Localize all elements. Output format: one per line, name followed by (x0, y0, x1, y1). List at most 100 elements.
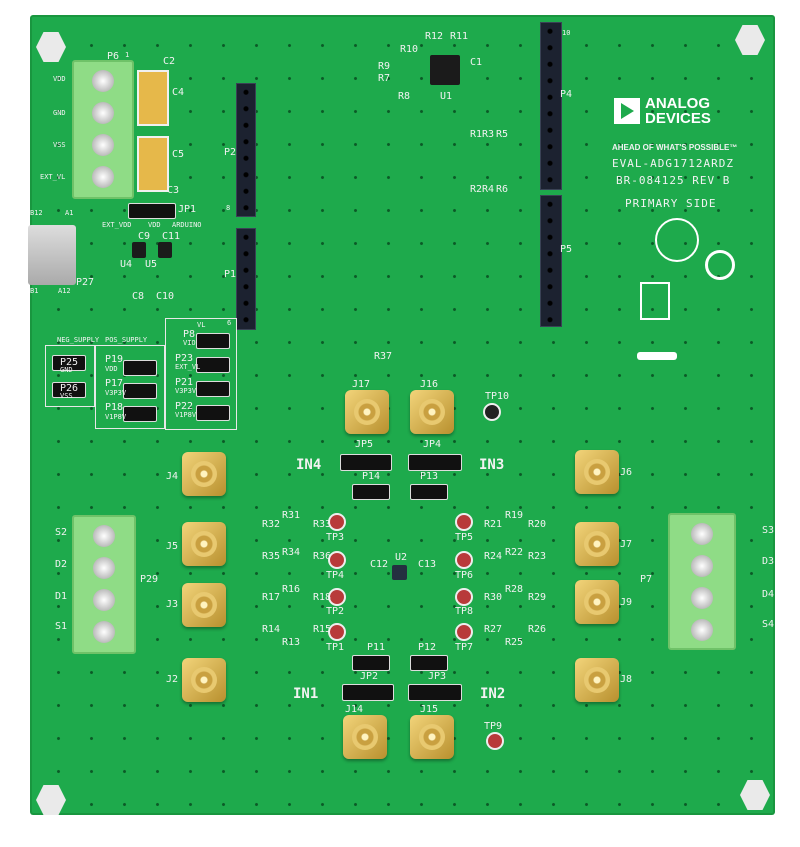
testpoint-tp2[interactable] (328, 588, 346, 606)
header-p2 (236, 83, 256, 217)
silkscreen-label: GND (60, 366, 73, 374)
silkscreen-label: V3P3V (175, 387, 197, 395)
silkscreen-label: R22 (505, 547, 524, 558)
silkscreen-label: VDD (105, 365, 118, 373)
jumper-p8[interactable] (196, 333, 230, 349)
sma-j9[interactable] (575, 580, 619, 624)
silkscreen-label: R30 (484, 592, 503, 603)
silkscreen-label: C4 (172, 87, 185, 98)
jumper-p23[interactable] (196, 357, 230, 373)
silkscreen-label: TP9 (484, 721, 503, 732)
silkscreen-label: 10 (562, 29, 571, 37)
silkscreen-label: C10 (156, 291, 175, 302)
chip-u2 (392, 565, 407, 580)
silkscreen-label: TP3 (326, 532, 345, 543)
silkscreen-label: P14 (362, 471, 381, 482)
jumper-p21[interactable] (196, 381, 230, 397)
silkscreen-label: J16 (420, 379, 439, 390)
testpoint-tp5[interactable] (455, 513, 473, 531)
silkscreen-label: JP1 (178, 204, 197, 215)
silkscreen-label: TP2 (326, 606, 345, 617)
brand-name: ANALOG DEVICES (645, 96, 711, 126)
jumper-jp4[interactable] (408, 454, 462, 471)
sma-j5[interactable] (182, 522, 226, 566)
silkscreen-label: R1 (470, 129, 483, 140)
silkscreen-label: P6 (107, 51, 120, 62)
sma-j16[interactable] (410, 390, 454, 434)
jumper-p12[interactable] (410, 655, 448, 671)
silkscreen-label: A1 (65, 209, 74, 217)
jumper-p13[interactable] (410, 484, 448, 500)
jumper-p14[interactable] (352, 484, 390, 500)
silkscreen-label: C12 (370, 559, 389, 570)
sma-j15[interactable] (410, 715, 454, 759)
silkscreen-label: V1P8V (175, 411, 197, 419)
testpoint-tp7[interactable] (455, 623, 473, 641)
sma-j4[interactable] (182, 452, 226, 496)
sma-j17[interactable] (345, 390, 389, 434)
silkscreen-label: R24 (484, 551, 503, 562)
silkscreen-label: R12 (425, 31, 444, 42)
testpoint-tp1[interactable] (328, 623, 346, 641)
silkscreen-label: D2 (55, 559, 68, 570)
jumper-p11[interactable] (352, 655, 390, 671)
jumper-jp1[interactable] (128, 203, 176, 219)
sma-j8[interactable] (575, 658, 619, 702)
silkscreen-label: VSS (60, 392, 73, 400)
silkscreen-label: VDD (53, 75, 66, 83)
silkscreen-label: R34 (282, 547, 301, 558)
jumper-p18[interactable] (123, 406, 157, 422)
silkscreen-label: GND (53, 109, 66, 117)
silkscreen-label: VIO (183, 339, 196, 347)
jumper-p22[interactable] (196, 405, 230, 421)
jumper-p25[interactable] (52, 355, 86, 371)
sma-j7[interactable] (575, 522, 619, 566)
board-name: EVAL-ADG1712ARDZ (612, 157, 734, 170)
usb-c-connector[interactable] (28, 225, 76, 285)
silkscreen-label: TP10 (485, 391, 510, 402)
jumper-p26[interactable] (52, 382, 86, 398)
silkscreen-label: S4 (762, 619, 775, 630)
silkscreen-label: R15 (313, 624, 332, 635)
testpoint-tp10[interactable] (483, 403, 501, 421)
silkscreen-label: P27 (76, 277, 95, 288)
silkscreen-label: R23 (528, 551, 547, 562)
silkscreen-label: R18 (313, 592, 332, 603)
testpoint-tp6[interactable] (455, 551, 473, 569)
silkscreen-label: R37 (374, 351, 393, 362)
jumper-jp5[interactable] (340, 454, 392, 471)
silkscreen-label: R6 (496, 184, 509, 195)
tantalum-capacitor (137, 136, 169, 192)
silkscreen-label: J7 (620, 539, 633, 550)
jumper-p19[interactable] (123, 360, 157, 376)
silkscreen-label: VDD (148, 221, 161, 229)
sma-j3[interactable] (182, 583, 226, 627)
silkscreen-label: P5 (560, 244, 573, 255)
testpoint-tp4[interactable] (328, 551, 346, 569)
silkscreen-label: D4 (762, 589, 775, 600)
silkscreen-label: R9 (378, 61, 391, 72)
silkscreen-label: NEG_SUPPLY (57, 336, 100, 344)
header-p1 (236, 228, 256, 330)
silkscreen-label: R20 (528, 519, 547, 530)
sma-j2[interactable] (182, 658, 226, 702)
jumper-p17[interactable] (123, 383, 157, 399)
silkscreen-label: P11 (367, 642, 386, 653)
testpoint-tp8[interactable] (455, 588, 473, 606)
jumper-jp2[interactable] (342, 684, 394, 701)
sma-j14[interactable] (343, 715, 387, 759)
silkscreen-label: C5 (172, 149, 185, 160)
silkscreen-label: VL (197, 321, 206, 329)
testpoint-tp3[interactable] (328, 513, 346, 531)
sma-j6[interactable] (575, 450, 619, 494)
jumper-jp3[interactable] (408, 684, 462, 701)
silkscreen-label: P18 (105, 402, 124, 413)
silkscreen-label: TP8 (455, 606, 474, 617)
silkscreen-label: P25 (60, 357, 79, 368)
silkscreen-label: R7 (378, 73, 391, 84)
testpoint-tp9[interactable] (486, 732, 504, 750)
e-recycle-icon (705, 250, 735, 280)
silkscreen-label: P29 (140, 574, 159, 585)
silkscreen-label: R17 (262, 592, 281, 603)
silkscreen-label: R11 (450, 31, 469, 42)
